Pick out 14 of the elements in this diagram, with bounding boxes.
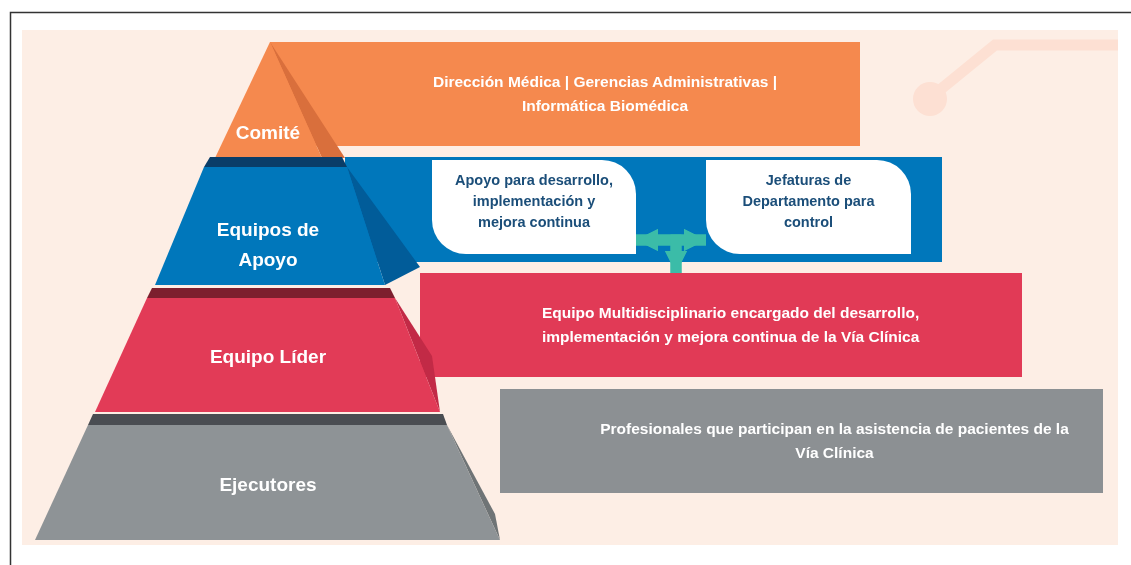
double-arrow (665, 229, 706, 273)
card-text: Jefaturas de Departamento para control (741, 170, 876, 232)
tier-label: Equipos de Apoyo (215, 218, 321, 272)
band-text: Profesionales que participan en la asistencia de pacientes de la Vía Clínica (599, 419, 1070, 463)
rounded-card (706, 160, 911, 254)
banner-band (500, 389, 1103, 493)
band-text: Dirección Médica | Gerencias Administrativas | Informática Biomédica (431, 72, 779, 116)
banner-band (420, 273, 1022, 377)
rounded-card (432, 160, 636, 254)
tier-label: Equipo Líder (208, 345, 328, 369)
band-text: Equipo Multidisciplinario encargado del desarrollo, implementación y mejora continua de la Vía Clínica (542, 303, 921, 347)
tier-label: Comité (234, 121, 302, 145)
tier-label: Ejecutores (218, 473, 318, 497)
card-text: Apoyo para desarrollo, implementación y mejora continua (454, 170, 614, 232)
